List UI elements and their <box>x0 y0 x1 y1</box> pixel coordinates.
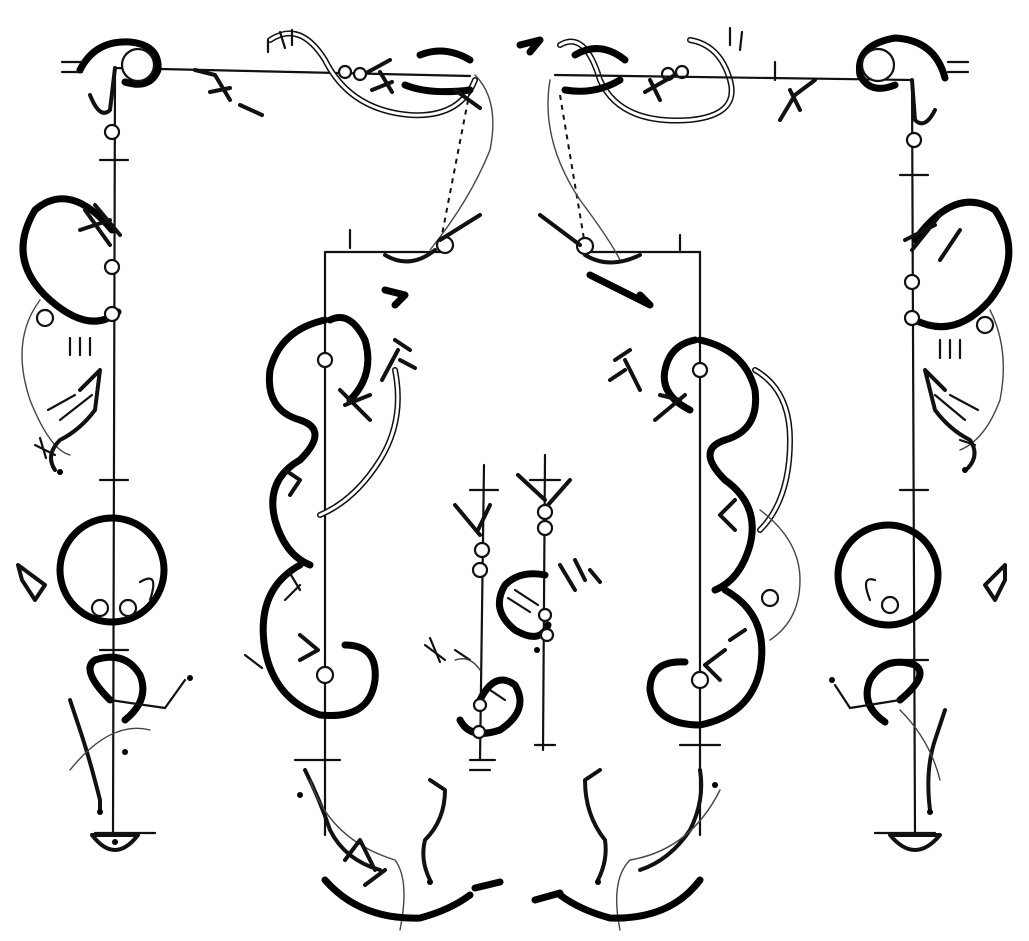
left-outer-staff <box>18 42 470 850</box>
right-inner-staff <box>540 28 800 930</box>
left-inner-staff <box>245 30 500 930</box>
right-outer-staff <box>555 38 1009 850</box>
center-branches <box>425 40 600 900</box>
